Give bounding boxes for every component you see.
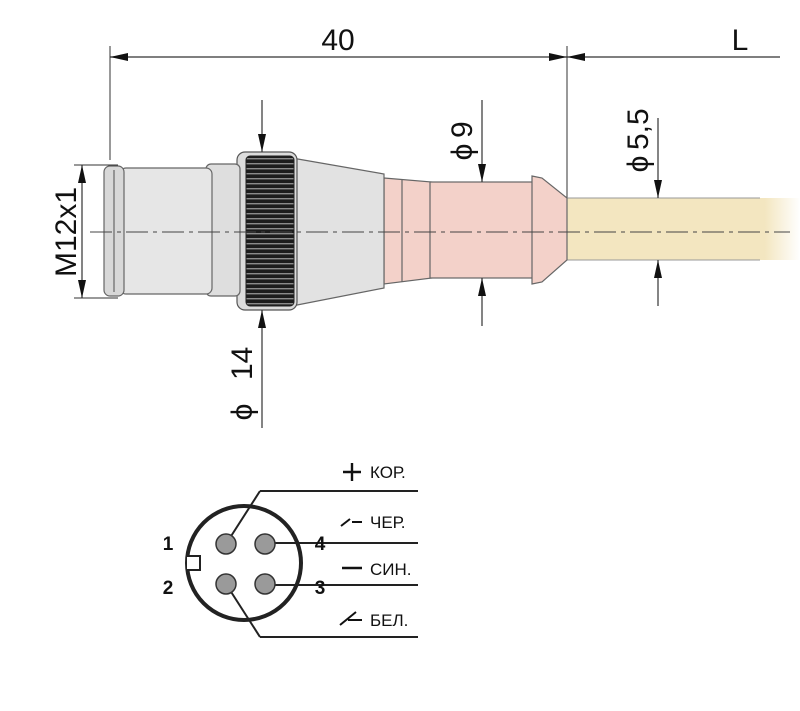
plus-icon — [343, 463, 361, 481]
connector-front — [103, 163, 241, 297]
wire-label-black: ЧЕР. — [370, 513, 406, 532]
diameter-symbol-9: ϕ — [446, 144, 479, 161]
wire-label-blue: СИН. — [370, 560, 412, 579]
coding-key — [187, 555, 201, 571]
pin-1-label: 1 — [163, 534, 174, 555]
dimension-40-label: 40 — [321, 24, 354, 57]
dimension-dia-9: ϕ 9 — [446, 100, 486, 326]
dimension-m12-label: M12x1 — [50, 187, 83, 277]
dimension-dia-5-5: ϕ 5,5 — [622, 108, 662, 306]
pin-3-label: 3 — [315, 578, 326, 599]
pinout-diagram: 1 2 3 4 КОР. ЧЕР. СИН. БЕЛ. — [163, 463, 418, 638]
dimension-l-label: L — [732, 24, 749, 57]
knurled-nut — [236, 151, 298, 311]
dimension-5-5-label: 5,5 — [622, 108, 655, 150]
dimension-m12: M12x1 — [50, 164, 118, 299]
dimension-9-label: 9 — [446, 121, 479, 138]
wire-label-white: БЕЛ. — [370, 611, 408, 630]
pin-4 — [254, 533, 276, 555]
pin-3 — [254, 573, 276, 595]
dimension-dia-14: ϕ 14 — [226, 100, 266, 428]
dimension-14-label: 14 — [226, 347, 259, 380]
switch-no-icon — [340, 518, 362, 527]
pin-1 — [215, 533, 237, 555]
pin-2 — [215, 573, 237, 595]
switch-nc-icon — [339, 611, 362, 626]
wire-label-brown: КОР. — [370, 463, 406, 482]
cable — [565, 198, 800, 260]
pin-4-label: 4 — [315, 534, 326, 555]
pin-2-label: 2 — [163, 578, 174, 599]
dimension-40: 40 L — [109, 24, 780, 210]
connector-face — [185, 504, 303, 622]
strain-relief — [383, 175, 568, 285]
diameter-symbol-5-5: ϕ — [622, 156, 655, 173]
diameter-symbol-14: ϕ — [226, 404, 259, 421]
